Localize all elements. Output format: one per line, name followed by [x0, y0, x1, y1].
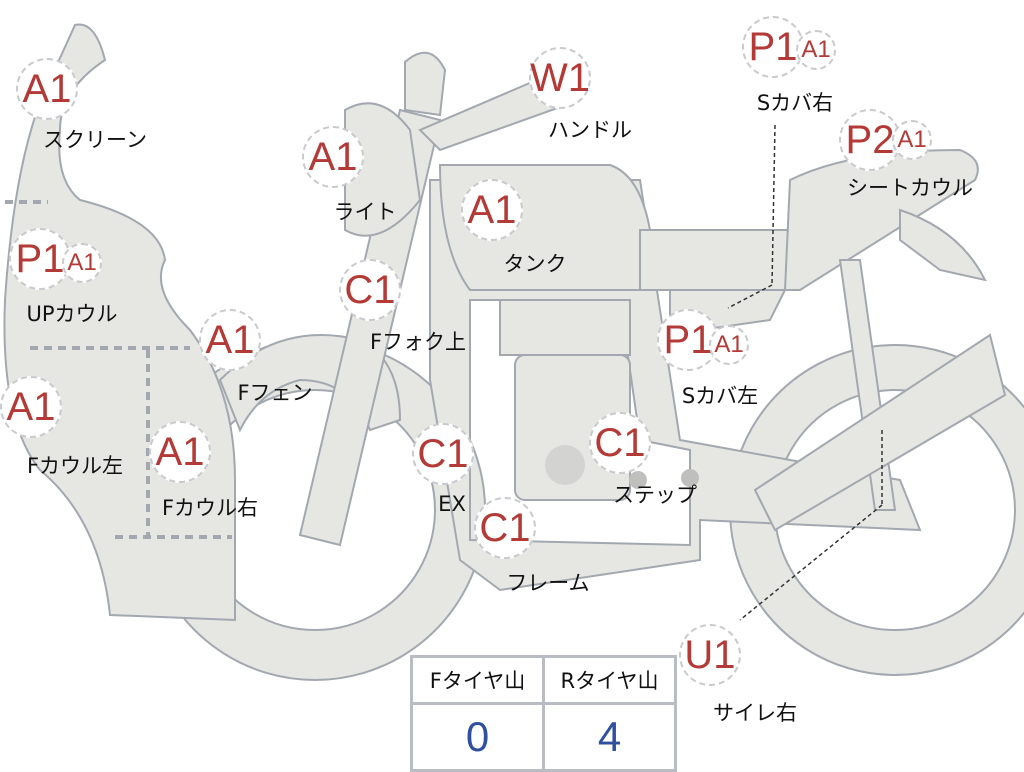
sub-grade-badge: A1 [892, 120, 932, 160]
cylinder [499, 299, 631, 356]
part-label: ハンドル [548, 118, 632, 142]
part-label: シートカウル [847, 176, 973, 200]
grade-badge: C1 [412, 423, 474, 485]
seat [639, 229, 791, 291]
part-label: UPカウル [26, 302, 118, 326]
sub-grade-badge: A1 [796, 30, 836, 70]
sub-grade-badge: A1 [62, 243, 102, 283]
rear-tire-header: Rタイヤ山 [542, 655, 677, 705]
part-label: Sカバ右 [756, 91, 834, 115]
grade-badge: P1 [742, 16, 804, 78]
sub-grade-badge: A1 [709, 325, 749, 365]
grade-badge: A1 [149, 421, 211, 483]
part-label: Fカウル右 [161, 496, 259, 520]
part-label: ステップ [613, 483, 697, 507]
front-fork [298, 108, 442, 547]
tail [899, 208, 987, 282]
grade-badge: C1 [339, 259, 401, 321]
tire-tread-table: Fタイヤ山 Rタイヤ山 0 4 [410, 655, 677, 772]
grade-badge: A1 [302, 126, 364, 188]
part-label: Fカウル左 [26, 454, 124, 478]
grade-badge: P2 [839, 109, 901, 171]
part-label: フレーム [506, 571, 590, 595]
grade-badge: U1 [679, 624, 741, 686]
part-label: EX [438, 492, 466, 516]
rear-tire-value: 4 [542, 702, 677, 772]
part-label: ライト [333, 200, 397, 224]
grade-badge: P1 [9, 228, 71, 290]
grade-badge: A1 [461, 179, 523, 241]
grade-badge: W1 [529, 47, 591, 109]
grade-badge: P1 [657, 309, 719, 371]
part-label: Fフォク上 [369, 330, 467, 354]
grade-badge: A1 [0, 376, 62, 438]
part-label: サイレ右 [713, 701, 797, 725]
part-label: タンク [503, 252, 567, 276]
grade-badge: A1 [199, 309, 261, 371]
seat-cowl-shape [783, 148, 979, 291]
headlight [344, 102, 422, 237]
grade-badge: C1 [474, 497, 536, 559]
grade-badge: C1 [589, 412, 651, 474]
part-label: Fフェン [237, 381, 313, 405]
part-label: Sカバ左 [681, 384, 759, 408]
mirror [404, 51, 447, 117]
part-label: スクリーン [43, 128, 147, 152]
rear-wheel [729, 344, 1024, 676]
silencer [753, 333, 1007, 532]
front-tire-value: 0 [410, 702, 545, 772]
grade-badge: A1 [16, 58, 78, 120]
front-tire-header: Fタイヤ山 [410, 655, 545, 705]
